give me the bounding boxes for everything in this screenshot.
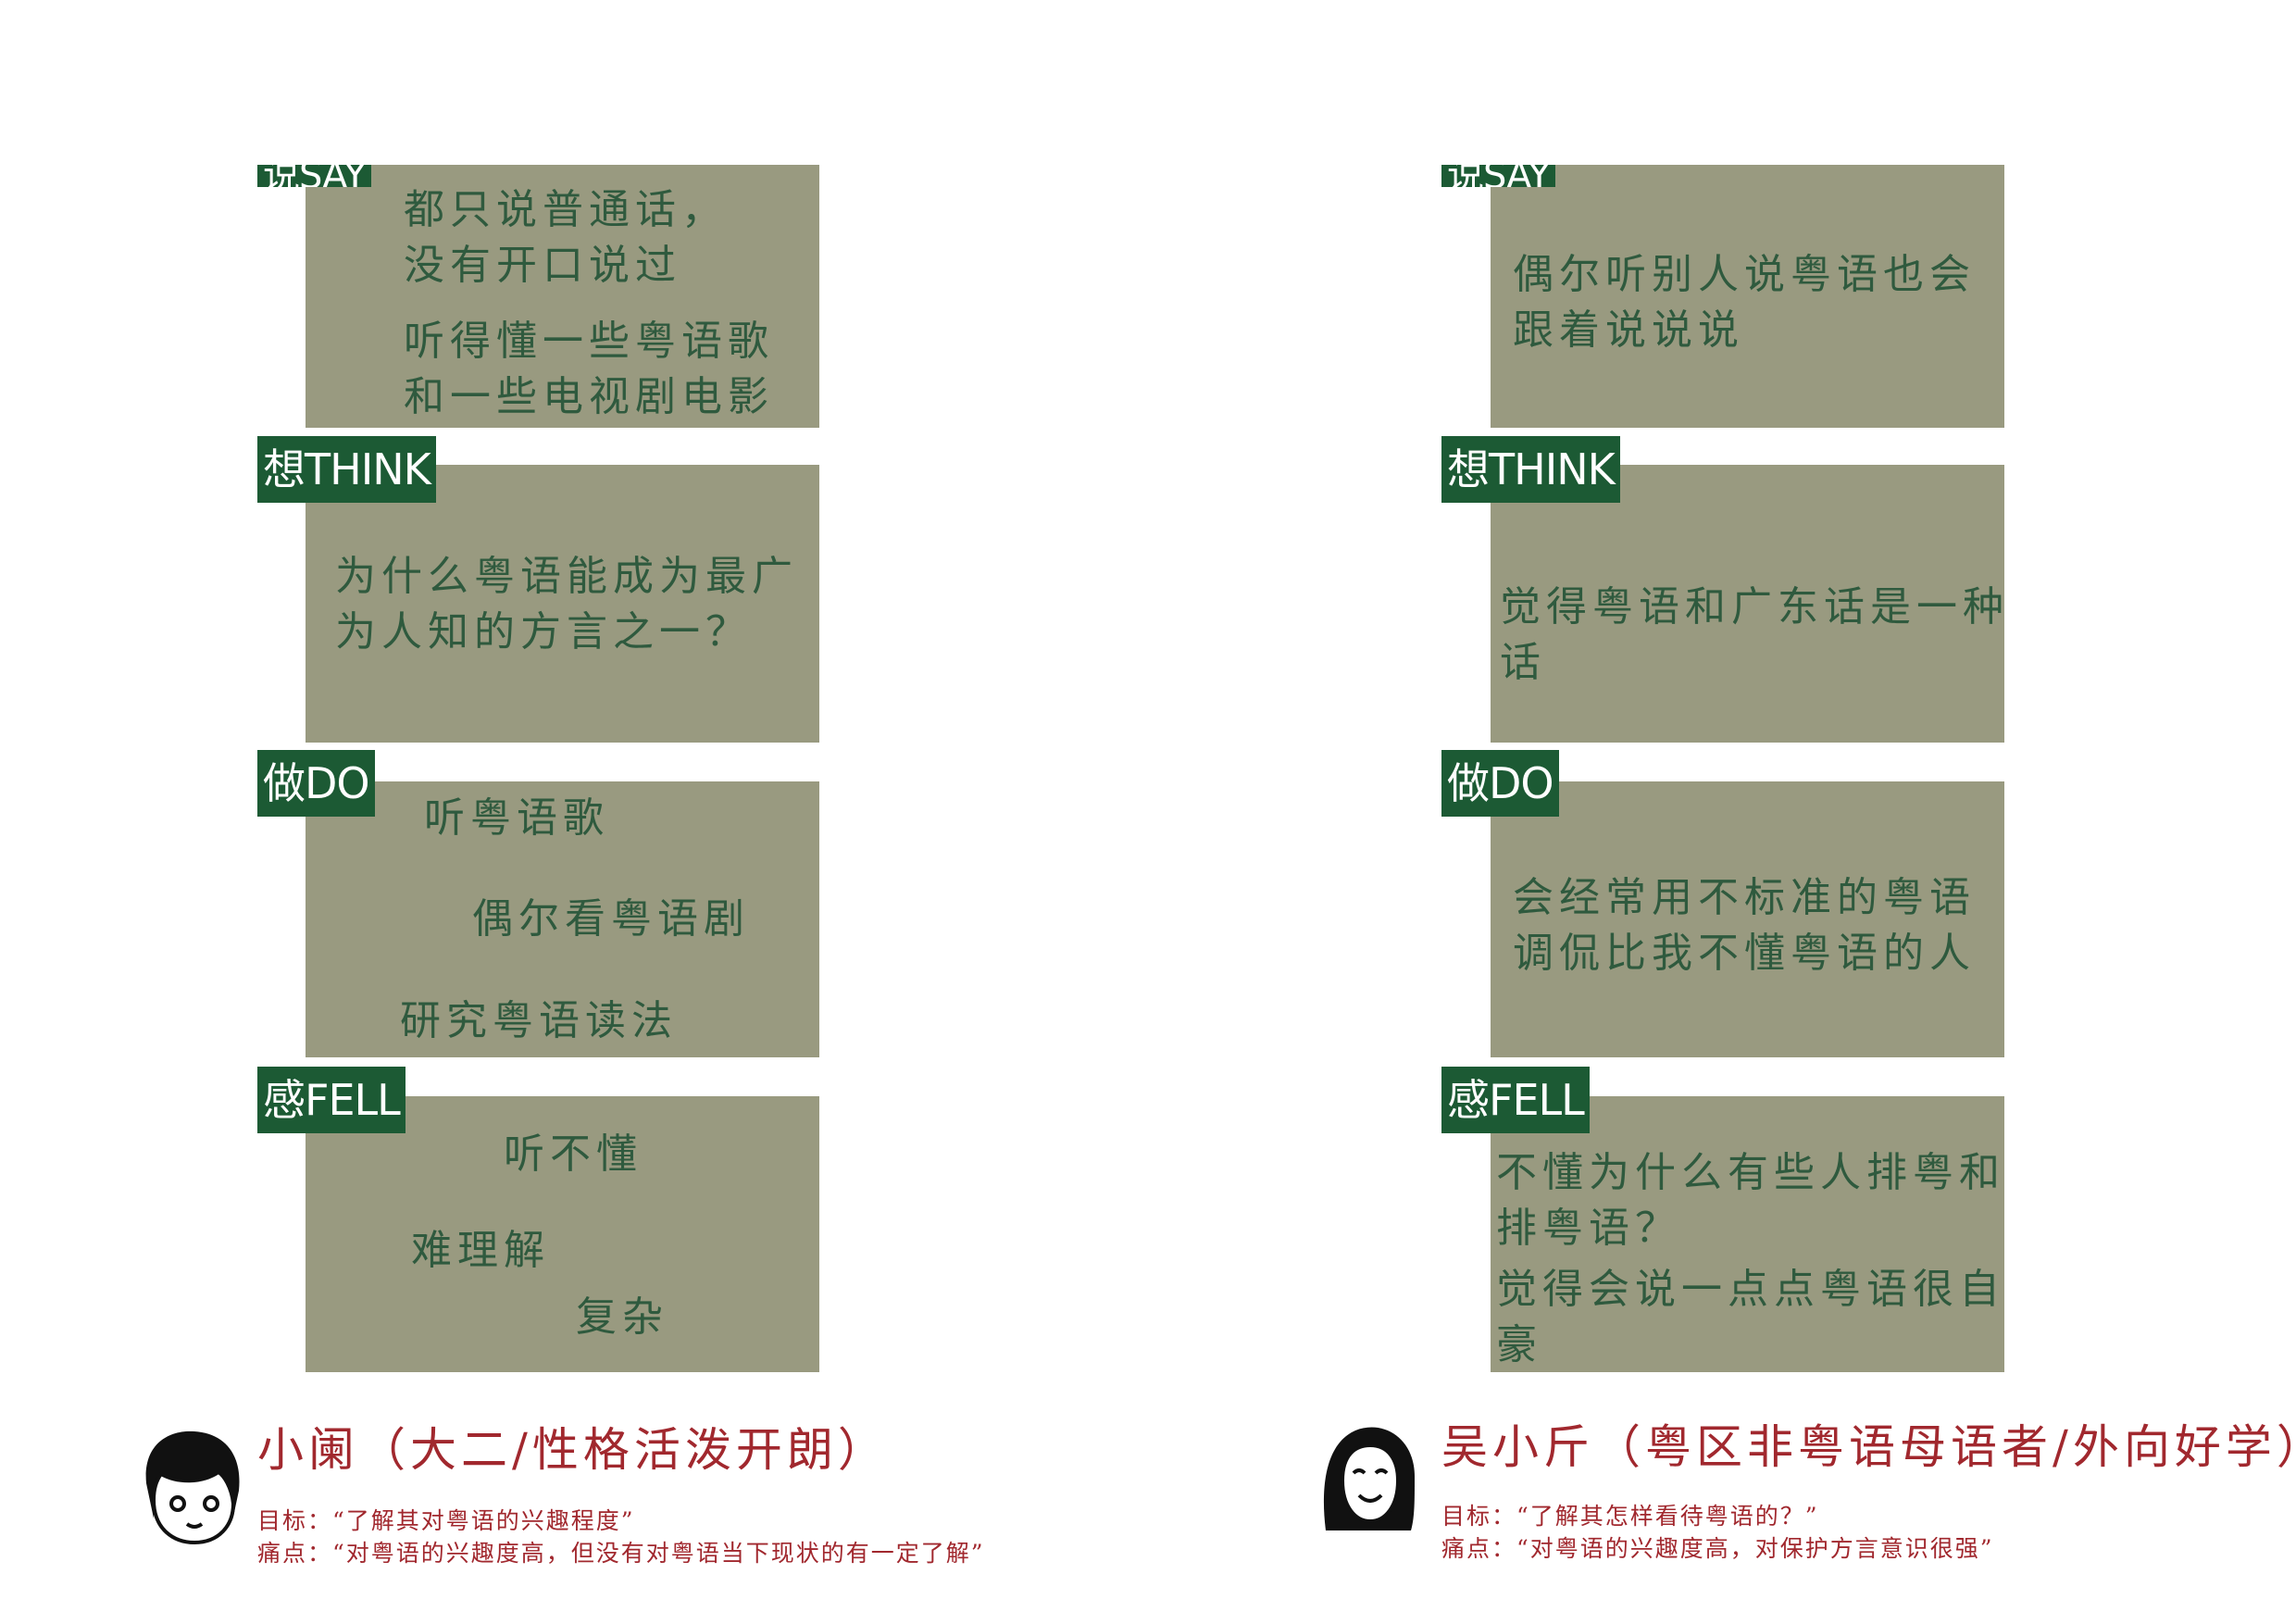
do-text: 研究粤语读法 (400, 997, 678, 1044)
say-text: 没有开口说过 (404, 242, 681, 289)
feel-text: 觉得会说一点点粤语很自 (1496, 1266, 2005, 1313)
do-tag: 做DO (1441, 750, 1559, 817)
think-text: 话 (1500, 639, 1546, 686)
think-card (306, 465, 819, 743)
feel-text: 排粤语？ (1496, 1205, 1681, 1252)
do-card (306, 781, 819, 1057)
feel-card (306, 1096, 819, 1372)
do-text: 偶尔看粤语剧 (472, 895, 750, 943)
persona-pain-point: 痛点：“对粤语的兴趣度高，对保护方言意识很强” (1441, 1535, 1994, 1562)
think-text: 觉得粤语和广东话是一种 (1500, 583, 2009, 631)
persona-name: 吴小斤（粤区非粤语母语者/外向好学） (1441, 1420, 2296, 1474)
think-text: 为人知的方言之一？ (335, 608, 752, 656)
feel-text: 难理解 (411, 1227, 550, 1274)
persona-pain-point: 痛点：“对粤语的兴趣度高，但没有对粤语当下现状的有一定了解” (257, 1540, 985, 1567)
think-tag: 想THINK (1441, 436, 1620, 503)
say-card (306, 165, 819, 428)
say-text: 都只说普通话， (404, 186, 728, 233)
persona-goal: 目标：“了解其对粤语的兴趣程度” (257, 1507, 635, 1534)
say-card (1491, 165, 2004, 428)
feel-tag: 感FELL (1441, 1067, 1590, 1133)
feel-text: 不懂为什么有些人排粤和 (1496, 1149, 2005, 1196)
persona-goal: 目标：“了解其怎样看待粤语的？” (1441, 1503, 1819, 1530)
think-tag: 想THINK (257, 436, 436, 503)
do-card (1491, 781, 2004, 1057)
feel-text: 复杂 (576, 1293, 668, 1341)
avatar-girl-long-hair-icon (1323, 1427, 1415, 1530)
say-tag: 说SAY (257, 165, 371, 187)
feel-card (1491, 1096, 2004, 1372)
do-text: 会经常用不标准的粤语 (1513, 874, 1976, 921)
say-text: 跟着说说说 (1513, 306, 1744, 354)
do-text: 调侃比我不懂粤语的人 (1513, 930, 1976, 977)
do-tag: 做DO (257, 750, 375, 817)
feel-text: 豪 (1496, 1321, 1542, 1368)
think-text: 为什么粤语能成为最广 (335, 553, 798, 600)
feel-tag: 感FELL (257, 1067, 406, 1133)
say-text: 听得懂一些粤语歌 (404, 318, 774, 365)
avatar-girl-short-hair-icon (145, 1430, 240, 1545)
feel-text: 听不懂 (504, 1131, 643, 1178)
persona-name: 小阑（大二/性格活泼开朗） (257, 1423, 889, 1477)
do-text: 听粤语歌 (424, 794, 609, 842)
say-text: 偶尔听别人说粤语也会 (1513, 251, 1976, 298)
think-card (1491, 465, 2004, 743)
say-text: 和一些电视剧电影 (404, 373, 774, 420)
say-tag: 说SAY (1441, 165, 1555, 187)
